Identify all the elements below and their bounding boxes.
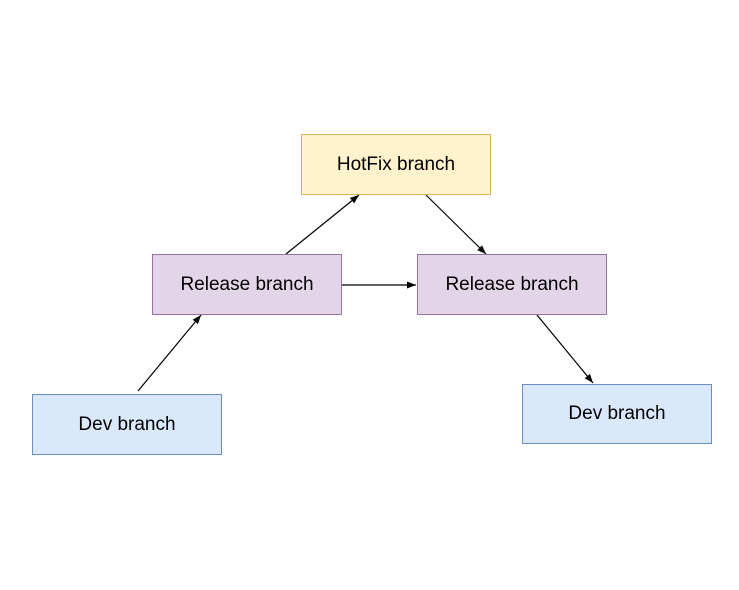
release-branch-node-right: Release branch xyxy=(417,254,607,315)
hotfix-branch-label: HotFix branch xyxy=(336,153,456,175)
edge-dev-left-to-release-left xyxy=(137,314,202,392)
release-branch-label-right: Release branch xyxy=(445,273,579,295)
edge-release-left-to-hotfix xyxy=(285,194,360,255)
dev-branch-label-left: Dev branch xyxy=(78,413,176,435)
dev-branch-node-right: Dev branch xyxy=(522,384,712,444)
hotfix-branch-node: HotFix branch xyxy=(301,134,491,195)
dev-branch-label-right: Dev branch xyxy=(568,403,666,424)
release-branch-label-left: Release branch xyxy=(180,273,314,295)
dev-branch-node-left: Dev branch xyxy=(32,394,222,455)
edge-release-right-to-dev-right xyxy=(536,314,594,384)
edge-hotfix-to-release-right xyxy=(425,194,487,255)
release-branch-node-left: Release branch xyxy=(152,254,342,315)
